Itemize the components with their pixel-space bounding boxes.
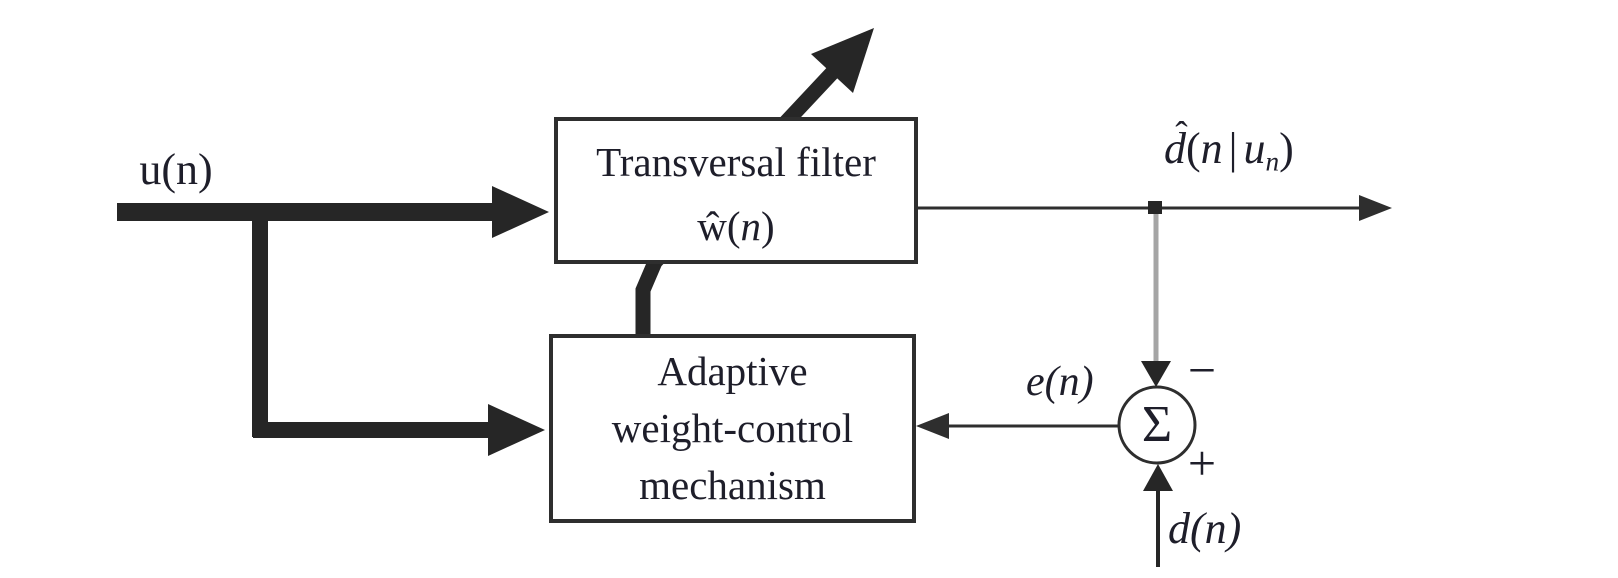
adaptive-line1: Adaptive (657, 348, 808, 394)
desired-signal-text: d(n) (1168, 504, 1242, 553)
adaptive-control-label: Adaptive weight-control mechanism (551, 336, 914, 521)
d-glyph: d (1164, 124, 1186, 173)
sigma-glyph: Σ (1141, 395, 1173, 453)
input-signal-label: u(n) (130, 147, 222, 193)
w-close-text: ) (761, 202, 775, 249)
input-arrowhead-top (492, 186, 549, 238)
output-arrowhead (1359, 195, 1392, 221)
transversal-filter-line1: Transversal filter (596, 138, 876, 185)
summer-symbol: Σ (1119, 385, 1195, 463)
arg-n: n (1200, 124, 1223, 173)
close-paren: ) (1279, 124, 1294, 173)
error-signal-text: e(n) (1026, 359, 1094, 405)
minus-glyph: − (1187, 342, 1217, 398)
transversal-filter-box (554, 117, 918, 264)
conditional-bar: | (1228, 124, 1238, 173)
adaptive-line2: weight-control (611, 405, 854, 451)
error-signal-label: e(n) (1026, 358, 1094, 406)
u-subscript: n (1265, 146, 1280, 177)
w-arg-text: n (740, 202, 762, 249)
adaptive-line3: mechanism (639, 462, 826, 508)
adaptive-control-box (549, 334, 916, 523)
w-hat-text: ŵ( (697, 202, 741, 249)
plus-sign: + (1182, 435, 1222, 491)
transversal-filter-label: Transversal filter ŵ(n) (556, 119, 916, 262)
desired-arrowhead (1143, 464, 1173, 491)
minus-sign: − (1182, 342, 1222, 398)
circumflex-glyph: ˆ (1175, 115, 1188, 157)
transversal-filter-line2: ŵ(n) (697, 194, 774, 258)
open-paren: ( (1186, 124, 1201, 173)
u-glyph: u (1243, 124, 1266, 173)
input-arrowhead-bottom (488, 404, 545, 456)
weight-adjust-arrowhead (811, 28, 874, 93)
junction-dot (1148, 201, 1162, 214)
desired-signal-label: d(n) (1168, 505, 1241, 553)
feedback-arrowhead (1141, 361, 1171, 387)
plus-glyph: + (1187, 435, 1217, 491)
input-signal-text: u(n) (139, 145, 213, 194)
error-arrowhead (916, 413, 949, 439)
